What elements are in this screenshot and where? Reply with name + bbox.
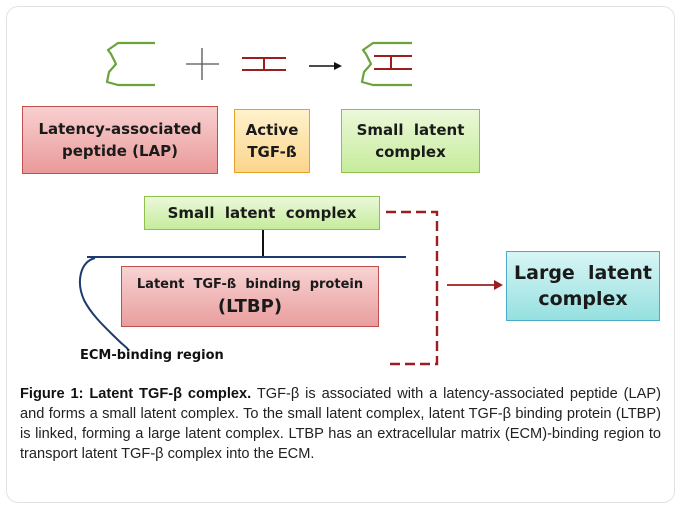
ltbp-box: Latent TGF-ß binding protein (LTBP) (121, 266, 379, 327)
small-latent-label-line1: Small latent (356, 121, 465, 139)
active-tgf-box: Active TGF-ß (234, 109, 310, 173)
ltbp-label-line1: Latent TGF-ß binding protein (136, 276, 364, 292)
lap-label-line2: peptide (LAP) (62, 142, 178, 160)
figure-caption: Figure 1: Latent TGF-β complex. TGF-β is… (20, 384, 661, 464)
ecm-binding-curve (79, 257, 129, 351)
lap-box: Latency-associated peptide (LAP) (22, 106, 218, 174)
tgf-beta-symbol (242, 57, 286, 71)
large-complex-arrowhead (494, 280, 503, 290)
small-latent-complex-box-bottom: Small latent complex (144, 196, 380, 230)
large-latent-label-line1: Large latent (514, 262, 652, 284)
lap-label-line1: Latency-associated (38, 120, 202, 138)
small-latent-bottom-label: Small latent complex (167, 204, 357, 222)
ecm-binding-label: ECM-binding region (80, 348, 224, 363)
lap-bracket-shape (105, 41, 155, 87)
reaction-arrowhead (334, 62, 342, 70)
dashed-connector (386, 210, 439, 366)
caption-body: TGF-β is associated with a latency-assoc… (20, 386, 661, 462)
large-latent-complex-box: Large latent complex (506, 251, 660, 321)
small-latent-complex-box-top: Small latent complex (341, 109, 480, 173)
large-latent-label-line2: complex (538, 288, 628, 310)
caption-title: Figure 1: Latent TGF-β complex. (20, 386, 252, 402)
figure-frame (6, 6, 675, 503)
active-tgf-label-line2: TGF-ß (247, 143, 297, 161)
complex-tgf-symbol (374, 55, 412, 70)
complex-bracket-shape (360, 41, 412, 87)
active-tgf-label-line1: Active (245, 121, 299, 139)
small-latent-label-line2: complex (375, 143, 446, 161)
ltbp-label-line2: (LTBP) (217, 295, 283, 317)
